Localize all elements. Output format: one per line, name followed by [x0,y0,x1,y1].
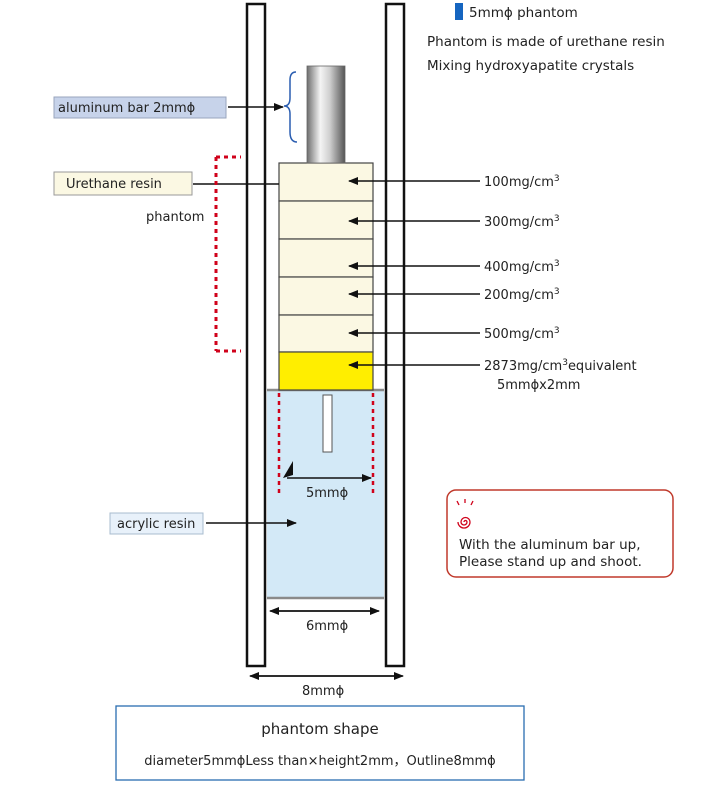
shape-box-title: phantom shape [261,720,378,738]
header-line-1: Phantom is made of urethane resin [427,34,665,50]
aluminum-brace [283,71,298,143]
phantom-layer [278,162,374,202]
notice-line-2: Please stand up and shoot. [459,554,642,570]
shape-box [115,705,525,781]
notice-box [446,489,674,578]
phantom-layer [278,200,374,240]
middle-diameter-label: 6mmϕ [306,619,348,634]
tube-wall-right [384,2,406,668]
density-label: 300mg/cm3 [484,214,560,230]
notice-line-1: With the aluminum bar up, [459,537,641,553]
phantom-stack [278,162,374,391]
phantom-label: phantom [146,210,204,225]
tube-wall-left [245,2,267,668]
urethane-resin-label-box [53,171,193,196]
density-label: 400mg/cm3 [484,259,560,275]
urethane-resin-label: Urethane resin [66,177,162,192]
spiral-icon [456,499,474,529]
density-label: 100mg/cm3 [484,174,560,190]
phantom-layer [278,276,374,316]
shape-box-description: diameter5mmϕLess than×height2mm，Outline8… [144,754,495,769]
density-label: 500mg/cm3 [484,326,560,342]
density-label: 2873mg/cm3equivalent [484,358,637,374]
density-label: 200mg/cm3 [484,287,560,303]
aluminum-bar [306,65,346,164]
aluminum-bar-label-box [53,96,227,119]
inner-diameter-arrow-left-head [283,461,293,478]
acrylic-resin-label-box [109,512,204,535]
header-line-2: Mixing hydroxyapatite crystals [427,58,634,74]
phantom-layer [278,238,374,278]
calibration-layer [278,351,374,391]
outer-diameter-label: 8mmϕ [302,684,344,699]
inner-diameter-label: 5mmϕ [306,486,348,501]
density-note: 5mmϕx2mm [497,378,580,393]
acrylic-resin-label: acrylic resin [117,517,195,532]
aluminum-bar-label: aluminum bar 2mmϕ [58,101,195,116]
phantom-bracket [214,155,241,353]
header-title: 5mmϕ phantom [469,5,578,21]
center-slot [322,394,333,453]
title-marker [455,3,463,20]
